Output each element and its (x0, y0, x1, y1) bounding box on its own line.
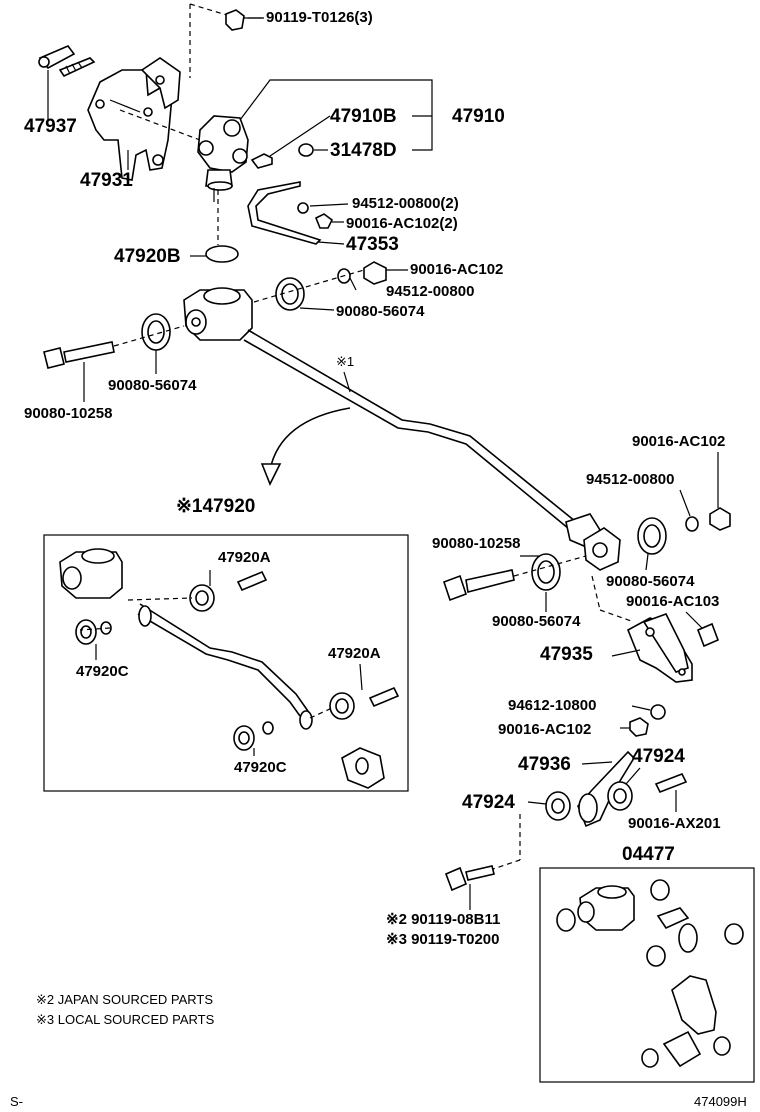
label-47924-a: 47924 (632, 746, 685, 767)
label-90080-56074-d: 90080-56074 (492, 613, 581, 630)
plug-31478d (298, 143, 314, 157)
washer-90080-56074-b (141, 313, 171, 351)
label-47924-b: 47924 (462, 792, 515, 813)
label-47920b: 47920B (114, 246, 181, 267)
label-47920c-1: 47920C (76, 663, 129, 680)
label-90080-10258-a: 90080-10258 (24, 405, 112, 422)
bolt-90080-10258-b (442, 569, 515, 602)
rod-47920 (243, 329, 621, 571)
label-note1: ※1 (336, 354, 354, 369)
kit-bushing-c2 (233, 721, 274, 751)
label-94512-00800-a: 94512-00800 (386, 283, 474, 300)
label-04477: 04477 (622, 844, 675, 865)
bolt-47937 (38, 45, 96, 78)
kit-bushing-c1 (75, 619, 112, 645)
label-47931: 47931 (80, 170, 133, 191)
kit-rod (137, 603, 313, 730)
label-47937: 47937 (24, 116, 77, 137)
label-90016-ac102-a: 90016-AC102 (410, 261, 503, 278)
nut-90016-ac102-c (629, 717, 649, 737)
note-japan: ※2 JAPAN SOURCED PARTS (36, 992, 213, 1007)
washer-94512-00800-b (685, 516, 699, 532)
label-90080-56074-c: 90080-56074 (606, 573, 695, 590)
label-47920a-2: 47920A (328, 645, 381, 662)
label-47910: 47910 (452, 106, 505, 127)
kit-bushing-2 (329, 692, 355, 720)
valve-47910 (197, 115, 273, 202)
kit-bushing-1 (189, 584, 215, 612)
label-90016-ac102-b: 90016-AC102 (632, 433, 725, 450)
washer-90080-56074-c (637, 517, 667, 555)
oring-47920b (205, 245, 239, 263)
diagram-id: 474099H (694, 1094, 747, 1109)
label-47935: 47935 (540, 644, 593, 665)
kit-collar-2 (368, 686, 400, 708)
label-90119-t0200: ※3 90119-T0200 (386, 931, 500, 948)
kit-collar-1 (236, 570, 268, 592)
link-47936 (577, 750, 636, 828)
label-90119-08b11: ※2 90119-08B11 (386, 911, 500, 928)
bolt-90080-10258-a (43, 341, 115, 369)
label-47920c-2: 47920C (234, 759, 287, 776)
kit-housing (59, 548, 123, 599)
bolt-90016-ac103 (696, 622, 720, 648)
leader-lines (47, 17, 719, 910)
kit2-bushings (641, 879, 744, 1068)
label-90080-56074-b: 90080-56074 (108, 377, 197, 394)
collar-90016-ax201 (654, 772, 688, 794)
bolt-90119-08b11 (444, 865, 495, 892)
bushing-47924-b (545, 791, 571, 821)
footer-left: S- (10, 1094, 23, 1109)
label-90119-t0126: 90119-T0126(3) (266, 9, 373, 26)
kit2-housing (556, 885, 635, 932)
label-47936: 47936 (518, 754, 571, 775)
label-31478d: 31478D (330, 140, 397, 161)
kit2-bracket (662, 975, 717, 1068)
label-47920a-1: 47920A (218, 549, 271, 566)
label-90080-56074-a: 90080-56074 (336, 303, 425, 320)
kit-link-end (341, 747, 385, 789)
bracket-47935 (626, 613, 693, 683)
label-90016-ac102-c: 90016-AC102 (498, 721, 591, 738)
washer-90080-56074-d (531, 553, 561, 591)
kit-47920-box (43, 534, 409, 792)
label-90016-ax201: 90016-AX201 (628, 815, 721, 832)
label-94612-10800: 94612-10800 (508, 697, 596, 714)
housing-47920 (183, 287, 253, 341)
label-47920-kit: ※147920 (176, 496, 255, 517)
note-local: ※3 LOCAL SOURCED PARTS (36, 1012, 215, 1027)
washer-90080-56074-a (275, 277, 305, 311)
label-90016-ac103: 90016-AC103 (626, 593, 719, 610)
washer-94612-10800 (650, 704, 666, 720)
bracket-47353 (247, 181, 334, 245)
nut-90016-ac102-b (709, 507, 731, 531)
label-47910b: 47910B (330, 106, 397, 127)
kit-04477-box (539, 867, 755, 1083)
nut-90016-ac102-a (363, 261, 387, 285)
label-90016-ac102-2: 90016-AC102(2) (346, 215, 458, 232)
bracket-47931 (87, 57, 181, 181)
label-90080-10258-b: 90080-10258 (432, 535, 520, 552)
label-94512-00800-2: 94512-00800(2) (352, 195, 459, 212)
bushing-47924-a (607, 781, 633, 811)
label-47353: 47353 (346, 234, 399, 255)
label-94512-00800-b: 94512-00800 (586, 471, 674, 488)
